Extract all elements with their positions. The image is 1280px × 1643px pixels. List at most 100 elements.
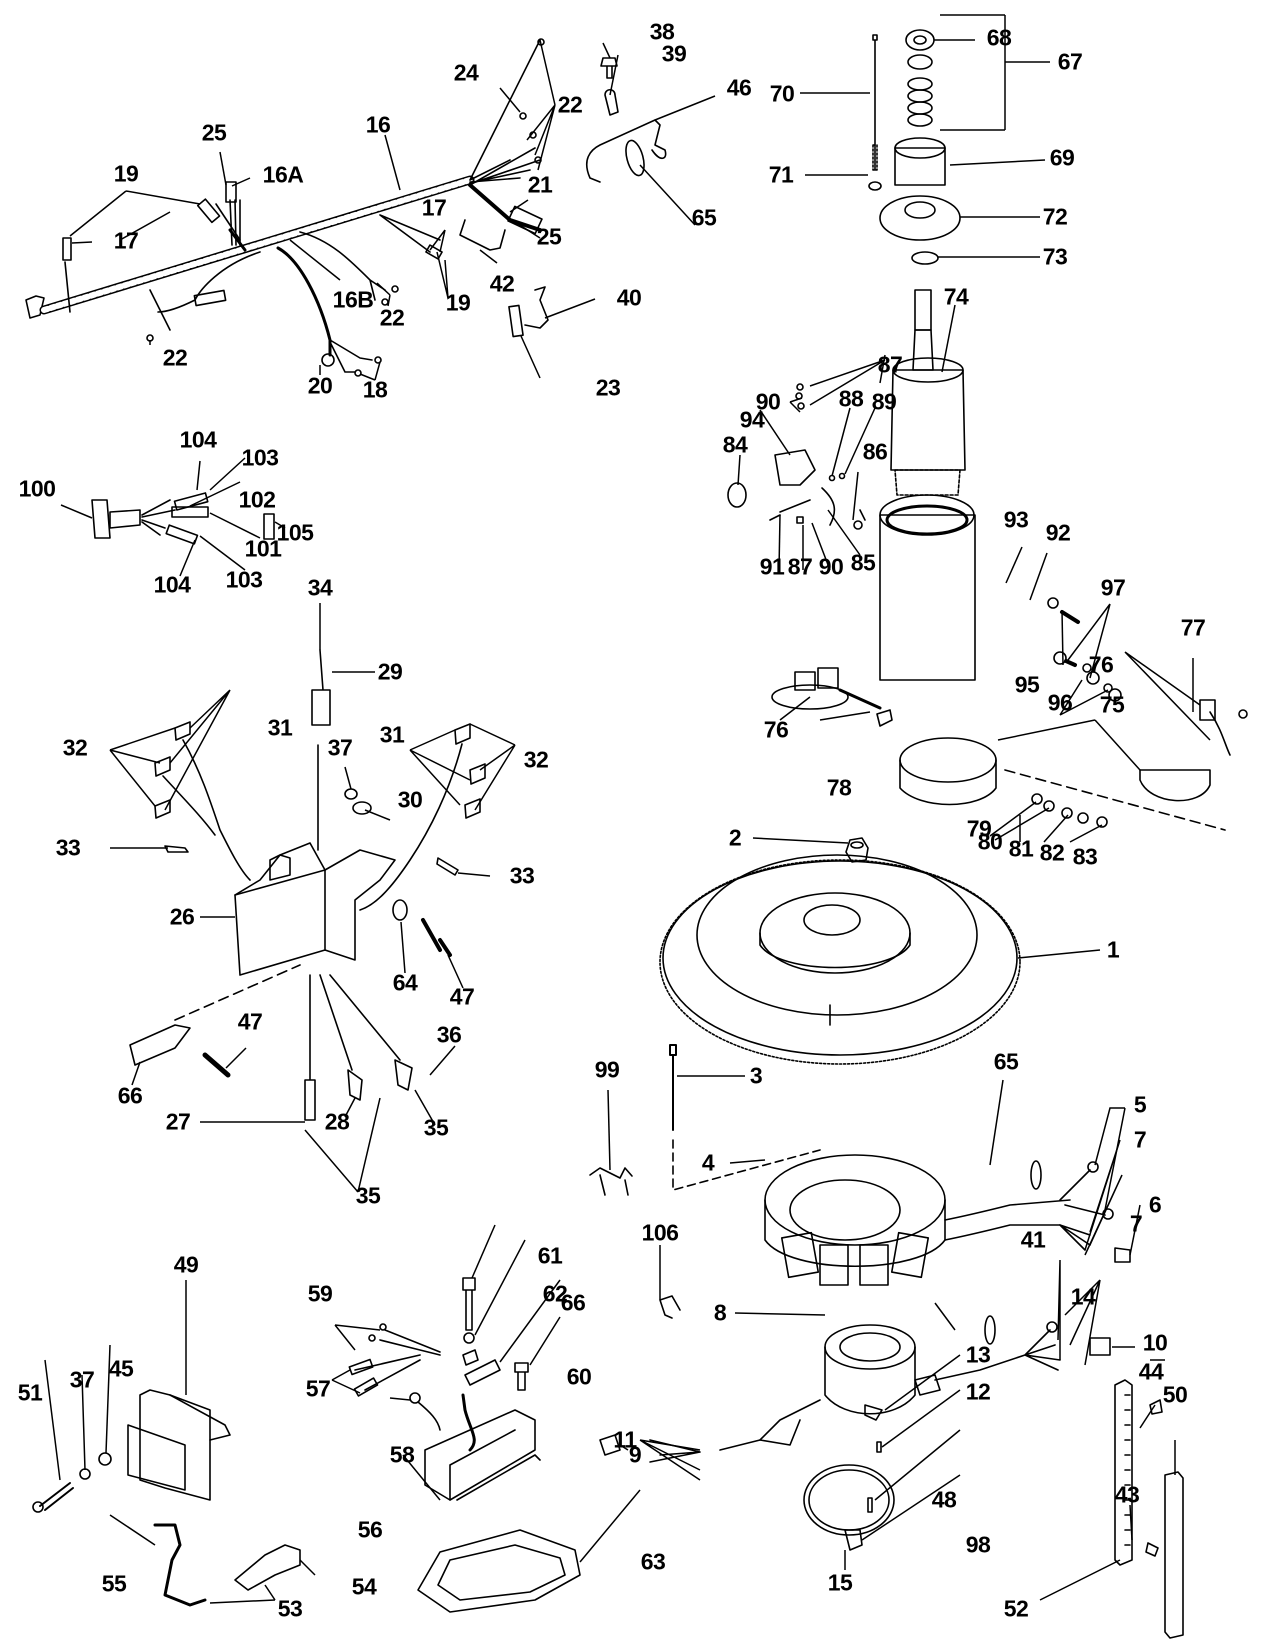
callout-63[interactable]: 63 xyxy=(640,1548,666,1575)
callout-33[interactable]: 33 xyxy=(55,834,81,861)
callout-6[interactable]: 6 xyxy=(1148,1191,1162,1218)
callout-35[interactable]: 35 xyxy=(355,1182,381,1209)
callout-51[interactable]: 51 xyxy=(17,1379,43,1406)
callout-25[interactable]: 25 xyxy=(201,119,227,146)
callout-12[interactable]: 12 xyxy=(965,1378,991,1405)
callout-64[interactable]: 64 xyxy=(392,969,418,996)
callout-30[interactable]: 30 xyxy=(397,786,423,813)
callout-66[interactable]: 66 xyxy=(117,1082,143,1109)
callout-42[interactable]: 42 xyxy=(489,270,515,297)
callout-28[interactable]: 28 xyxy=(324,1108,350,1135)
callout-41[interactable]: 41 xyxy=(1020,1226,1046,1253)
callout-17[interactable]: 17 xyxy=(421,194,447,221)
callout-95[interactable]: 95 xyxy=(1014,671,1040,698)
callout-62[interactable]: 62 xyxy=(542,1280,568,1307)
callout-32[interactable]: 32 xyxy=(62,734,88,761)
callout-7[interactable]: 7 xyxy=(1133,1126,1147,1153)
callout-22[interactable]: 22 xyxy=(162,344,188,371)
callout-99[interactable]: 99 xyxy=(594,1056,620,1083)
callout-33[interactable]: 33 xyxy=(509,862,535,889)
callout-36[interactable]: 36 xyxy=(436,1021,462,1048)
callout-16[interactable]: 16 xyxy=(365,111,391,138)
callout-23[interactable]: 23 xyxy=(595,374,621,401)
callout-76[interactable]: 76 xyxy=(1088,651,1114,678)
callout-24[interactable]: 24 xyxy=(453,59,479,86)
callout-17[interactable]: 17 xyxy=(113,227,139,254)
callout-29[interactable]: 29 xyxy=(377,658,403,685)
callout-90[interactable]: 90 xyxy=(755,388,781,415)
callout-58[interactable]: 58 xyxy=(389,1441,415,1468)
callout-35[interactable]: 35 xyxy=(423,1114,449,1141)
callout-74[interactable]: 74 xyxy=(943,283,969,310)
callout-7[interactable]: 7 xyxy=(1129,1210,1143,1237)
callout-21[interactable]: 21 xyxy=(527,171,553,198)
callout-31[interactable]: 31 xyxy=(379,721,405,748)
callout-26[interactable]: 26 xyxy=(169,903,195,930)
callout-1[interactable]: 1 xyxy=(1106,936,1120,963)
callout-49[interactable]: 49 xyxy=(173,1251,199,1278)
callout-76[interactable]: 76 xyxy=(763,716,789,743)
callout-70[interactable]: 70 xyxy=(769,80,795,107)
callout-72[interactable]: 72 xyxy=(1042,203,1068,230)
callout-10[interactable]: 10 xyxy=(1142,1329,1168,1356)
callout-2[interactable]: 2 xyxy=(728,824,742,851)
callout-14[interactable]: 14 xyxy=(1070,1283,1096,1310)
callout-19[interactable]: 19 xyxy=(445,289,471,316)
callout-54[interactable]: 54 xyxy=(351,1573,377,1600)
callout-37[interactable]: 37 xyxy=(327,734,353,761)
callout-47[interactable]: 47 xyxy=(449,983,475,1010)
callout-56[interactable]: 56 xyxy=(357,1516,383,1543)
callout-59[interactable]: 59 xyxy=(307,1280,333,1307)
callout-87[interactable]: 87 xyxy=(787,553,813,580)
callout-73[interactable]: 73 xyxy=(1042,243,1068,270)
callout-65[interactable]: 65 xyxy=(691,204,717,231)
callout-20[interactable]: 20 xyxy=(307,372,333,399)
callout-101[interactable]: 101 xyxy=(244,535,282,562)
callout-32[interactable]: 32 xyxy=(523,746,549,773)
callout-67[interactable]: 67 xyxy=(1057,48,1083,75)
callout-61[interactable]: 61 xyxy=(537,1242,563,1269)
callout-3[interactable]: 3 xyxy=(749,1062,763,1089)
callout-16a[interactable]: 16A xyxy=(262,161,304,188)
callout-98[interactable]: 98 xyxy=(965,1531,991,1558)
callout-60[interactable]: 60 xyxy=(566,1363,592,1390)
callout-79[interactable]: 79 xyxy=(966,815,992,842)
callout-71[interactable]: 71 xyxy=(768,161,794,188)
callout-34[interactable]: 34 xyxy=(307,574,333,601)
callout-65[interactable]: 65 xyxy=(993,1048,1019,1075)
callout-68[interactable]: 68 xyxy=(986,24,1012,51)
callout-4[interactable]: 4 xyxy=(701,1149,715,1176)
callout-25[interactable]: 25 xyxy=(536,223,562,250)
callout-11[interactable]: 11 xyxy=(613,1426,637,1453)
callout-84[interactable]: 84 xyxy=(722,431,748,458)
callout-50[interactable]: 50 xyxy=(1162,1381,1188,1408)
callout-103[interactable]: 103 xyxy=(225,566,263,593)
callout-40[interactable]: 40 xyxy=(616,284,642,311)
callout-38[interactable]: 38 xyxy=(649,18,675,45)
callout-106[interactable]: 106 xyxy=(641,1219,679,1246)
callout-16b[interactable]: 16B xyxy=(332,286,374,313)
callout-15[interactable]: 15 xyxy=(827,1569,853,1596)
callout-90[interactable]: 90 xyxy=(818,553,844,580)
callout-52[interactable]: 52 xyxy=(1003,1595,1029,1622)
callout-27[interactable]: 27 xyxy=(165,1108,191,1135)
callout-87[interactable]: 87 xyxy=(877,351,903,378)
callout-100[interactable]: 100 xyxy=(18,475,56,502)
callout-83[interactable]: 83 xyxy=(1072,843,1098,870)
callout-18[interactable]: 18 xyxy=(362,376,388,403)
callout-55[interactable]: 55 xyxy=(101,1570,127,1597)
callout-39[interactable]: 39 xyxy=(661,40,687,67)
callout-31[interactable]: 31 xyxy=(267,714,293,741)
callout-57[interactable]: 57 xyxy=(305,1375,331,1402)
callout-66[interactable]: 66 xyxy=(560,1289,586,1316)
callout-77[interactable]: 77 xyxy=(1180,614,1206,641)
callout-78[interactable]: 78 xyxy=(826,774,852,801)
callout-85[interactable]: 85 xyxy=(850,549,876,576)
callout-69[interactable]: 69 xyxy=(1049,144,1075,171)
callout-48[interactable]: 48 xyxy=(931,1486,957,1513)
callout-102[interactable]: 102 xyxy=(238,486,276,513)
callout-88[interactable]: 88 xyxy=(838,385,864,412)
callout-9[interactable]: 9 xyxy=(628,1441,642,1468)
callout-45[interactable]: 45 xyxy=(108,1355,134,1382)
callout-94[interactable]: 94 xyxy=(739,406,765,433)
